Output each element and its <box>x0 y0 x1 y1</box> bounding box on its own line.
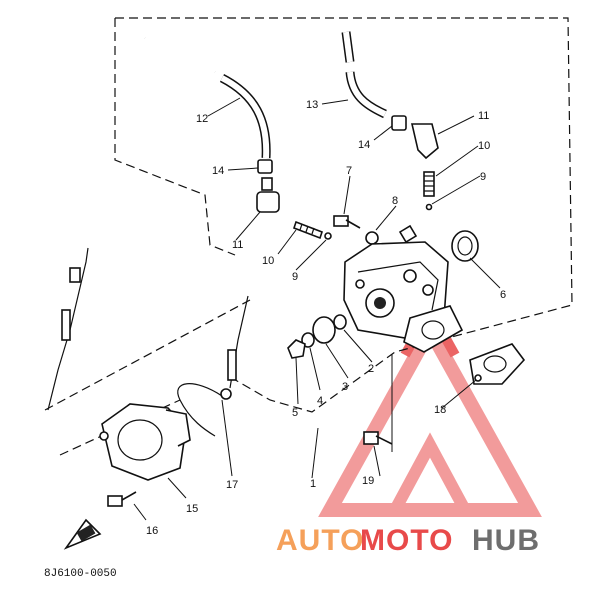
callout-11a: 11 <box>232 239 243 251</box>
nut-5 <box>287 339 306 359</box>
watermark-text: AUTO MOTO HUB <box>276 524 540 557</box>
watermark-moto: MOTO <box>360 524 453 557</box>
fitting-11a <box>256 177 280 213</box>
pump-body-1 <box>343 224 449 339</box>
spring-10b <box>423 171 435 197</box>
cable-lower <box>220 295 249 400</box>
ball-9b <box>425 203 433 211</box>
cable-upper <box>47 247 89 411</box>
callout-14b: 14 <box>358 139 370 151</box>
callout-14a: 14 <box>212 165 224 177</box>
callout-10a: 10 <box>262 255 274 267</box>
gasket-plate <box>403 305 464 353</box>
hose-13 <box>341 31 387 119</box>
dashed-boundary <box>44 17 573 456</box>
watermark-hub: HUB <box>472 524 540 557</box>
callout-13: 13 <box>306 99 318 111</box>
callout-7: 7 <box>346 165 352 177</box>
front-arrow-icon <box>63 518 102 550</box>
cover-15 <box>99 403 191 481</box>
callout-19: 19 <box>362 475 374 487</box>
bolt-7 <box>333 215 361 229</box>
clip-14a <box>257 159 273 174</box>
plate-3 <box>312 316 336 344</box>
watermark-auto: AUTO <box>276 524 364 557</box>
clip-14b <box>391 115 407 131</box>
hose-12 <box>143 35 271 159</box>
callout-4: 4 <box>317 395 323 407</box>
callout-12: 12 <box>196 113 208 125</box>
callout-15: 15 <box>186 503 198 515</box>
plug-8 <box>365 231 379 245</box>
callout-17: 17 <box>226 479 238 491</box>
callout-18: 18 <box>434 404 446 416</box>
diagram-code: 8J6100-0050 <box>44 568 117 580</box>
callout-1: 1 <box>310 478 316 490</box>
callout-10b: 10 <box>478 140 490 152</box>
callout-6: 6 <box>500 289 506 301</box>
leader-lines <box>133 97 501 521</box>
callout-9a: 9 <box>292 271 298 283</box>
callout-5: 5 <box>292 407 298 419</box>
spring-10a <box>292 220 324 240</box>
callout-labels: 1 2 3 4 5 6 7 8 9 9 10 10 11 11 12 13 14… <box>146 99 506 537</box>
screw-16 <box>107 491 137 507</box>
callout-2: 2 <box>368 363 374 375</box>
fitting-11b <box>410 123 439 160</box>
callout-3: 3 <box>342 381 348 393</box>
callout-11b: 11 <box>478 110 489 122</box>
bolt-19 <box>363 431 393 445</box>
callout-9b: 9 <box>480 171 486 183</box>
oil-seal-6 <box>451 230 479 262</box>
gasket-18 <box>469 343 526 385</box>
callout-16: 16 <box>146 525 158 537</box>
washer-2 <box>333 314 347 330</box>
wire-17 <box>177 383 223 437</box>
ball-9a <box>324 232 332 240</box>
callout-8: 8 <box>392 195 398 207</box>
